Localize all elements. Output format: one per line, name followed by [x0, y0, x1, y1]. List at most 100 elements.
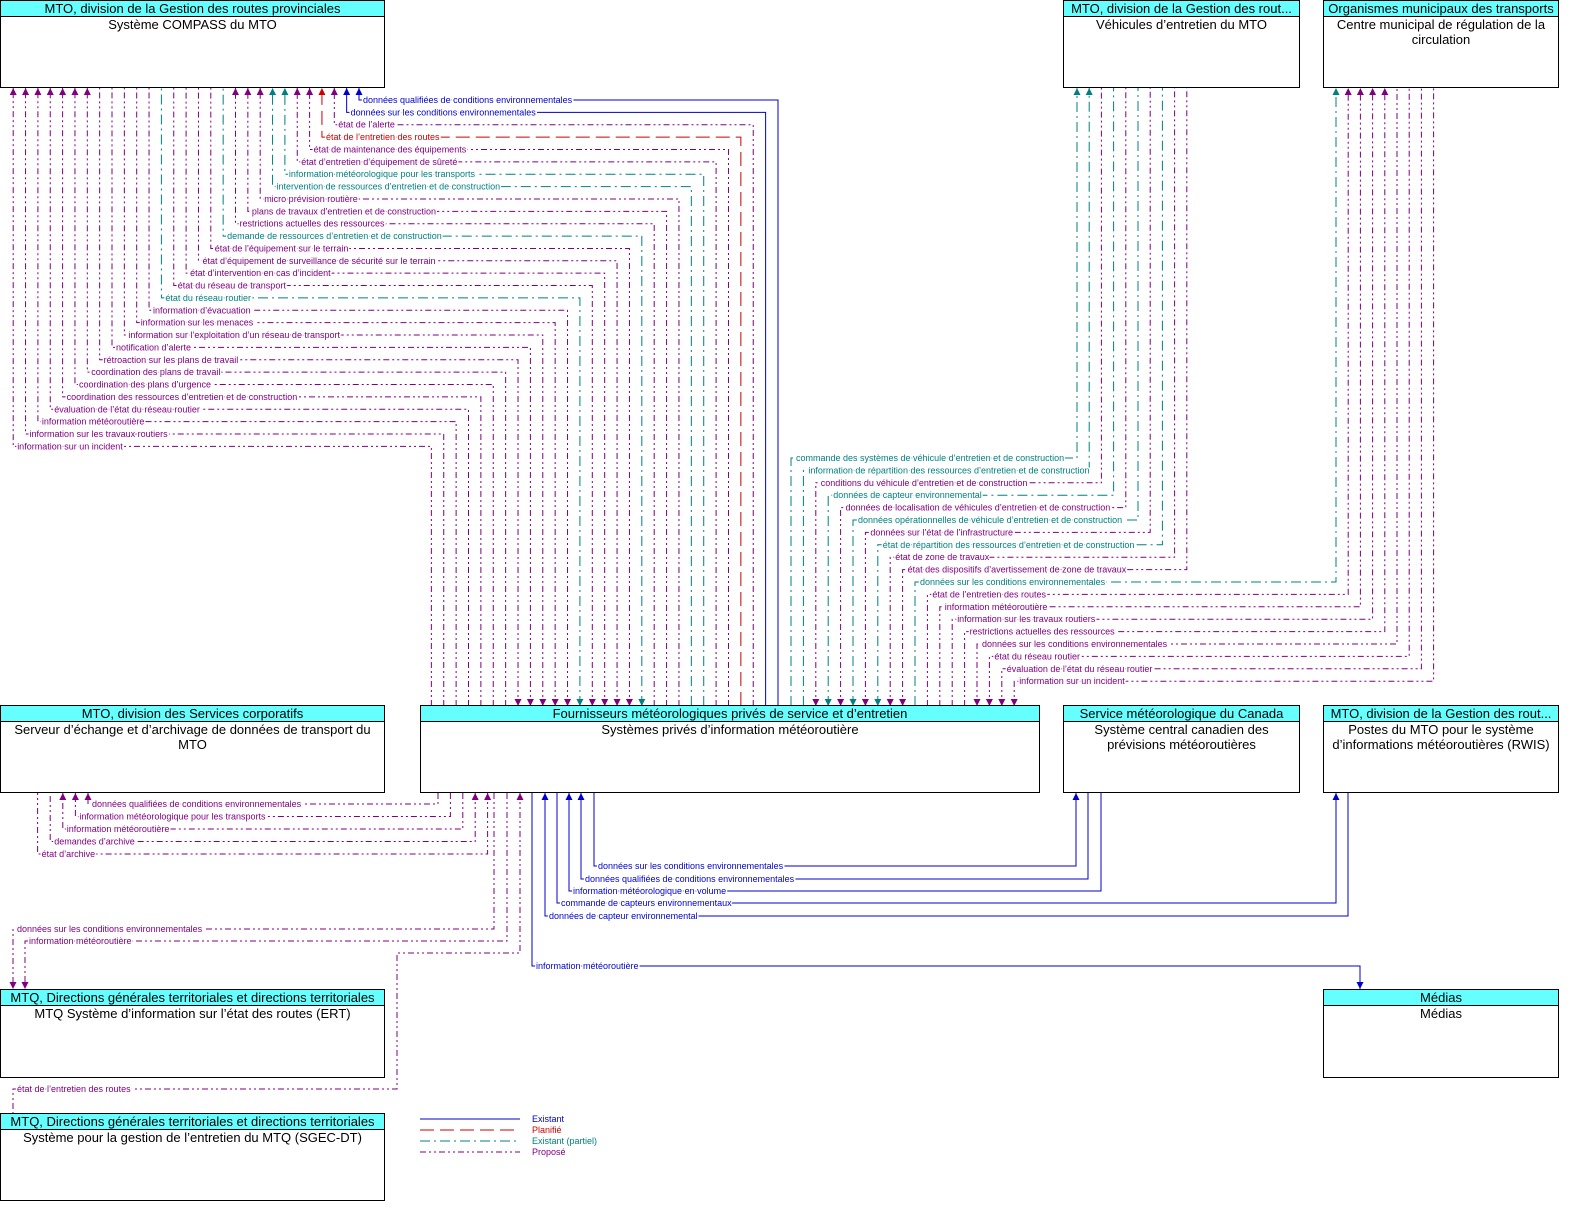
flow-label: données sur les conditions environnement…	[351, 107, 537, 117]
flow-line-compass[interactable]	[86, 88, 507, 706]
flow-line-compass[interactable]	[160, 88, 581, 706]
flow-line-municipal[interactable]	[1001, 88, 1422, 706]
flow-line-weather[interactable]	[568, 793, 1102, 892]
flow-arrow-icon	[71, 793, 79, 800]
flow-label: information sur l’exploitation d’un rése…	[128, 330, 340, 340]
flow-arrow-icon	[551, 699, 559, 706]
entity-owner: Organismes municipaux des transports	[1324, 1, 1558, 17]
flow-line-vehicles[interactable]	[852, 88, 1139, 706]
flow-line-compass[interactable]	[247, 88, 668, 706]
flow-line-vehicles[interactable]	[889, 88, 1176, 706]
entity-rwis[interactable]: MTO, division de la Gestion des rout... …	[1323, 705, 1559, 793]
flow-label: état de l’alerte	[338, 120, 395, 130]
entity-name: Véhicules d’entretien du MTO	[1095, 17, 1268, 32]
flow-line-vehicles[interactable]	[902, 88, 1188, 706]
flow-line-ert[interactable]	[24, 793, 508, 989]
flow-line-compass[interactable]	[185, 88, 606, 706]
flow-line-compass[interactable]	[222, 88, 643, 706]
flow-arrow-icon	[564, 699, 572, 706]
flow-line-serveur[interactable]	[74, 793, 451, 817]
flow-arrow-icon	[281, 88, 289, 95]
flow-line-municipal[interactable]	[939, 88, 1361, 706]
flow-label: information météoroutière	[29, 936, 132, 946]
flow-line-municipal[interactable]	[951, 88, 1374, 706]
flow-line-municipal[interactable]	[988, 88, 1410, 706]
flow-line-compass[interactable]	[309, 88, 729, 706]
entity-owner: MTO, division de la Gestion des rout...	[1064, 1, 1299, 17]
entity-sgec[interactable]: MTQ, Directions générales territoriales …	[0, 1113, 385, 1201]
entity-medias[interactable]: Médias Médias	[1323, 989, 1559, 1078]
flow-line-weather[interactable]	[556, 793, 1337, 904]
flow-arrow-icon	[269, 88, 277, 95]
flow-line-compass[interactable]	[272, 88, 692, 706]
flow-arrow-icon	[471, 793, 479, 800]
flow-label: conditions du véhicule d’entretien et de…	[821, 478, 1028, 488]
flow-line-compass[interactable]	[12, 88, 432, 706]
flow-label: données qualifiées de conditions environ…	[585, 874, 795, 884]
entity-central[interactable]: Fournisseurs météorologiques privés de s…	[420, 705, 1040, 793]
entity-canada[interactable]: Service météorologique du Canada Système…	[1063, 705, 1300, 793]
flow-line-weather[interactable]	[544, 793, 1349, 917]
flow-label: état de l’entretien des routes	[17, 1084, 131, 1094]
flow-line-compass[interactable]	[148, 88, 569, 706]
flow-line-medias[interactable]	[531, 793, 1361, 989]
flow-line-compass[interactable]	[210, 88, 630, 706]
flow-line-municipal[interactable]	[914, 88, 1337, 706]
flow-line-compass[interactable]	[321, 88, 742, 706]
flow-line-municipal[interactable]	[976, 88, 1398, 706]
flow-label: notification d’alerte	[116, 342, 191, 352]
entity-vehicles[interactable]: MTO, division de la Gestion des rout... …	[1063, 0, 1300, 88]
flow-line-ert[interactable]	[12, 793, 495, 989]
flow-line-compass[interactable]	[284, 88, 705, 706]
flow-line-compass[interactable]	[346, 88, 767, 706]
entity-owner: MTQ, Directions générales territoriales …	[1, 1114, 384, 1130]
flow-label: information météoroutière	[67, 824, 170, 834]
flow-line-compass[interactable]	[99, 88, 519, 706]
flow-arrow-icon	[998, 699, 1006, 706]
flow-line-compass[interactable]	[49, 88, 469, 706]
flow-label: données de capteur environnemental	[833, 490, 982, 500]
entity-name: Centre municipal de régulation de la cir…	[1336, 17, 1546, 47]
flow-arrow-icon	[812, 699, 820, 706]
flow-line-serveur[interactable]	[49, 793, 476, 842]
flow-arrow-icon	[9, 88, 17, 95]
flow-label: état de zone de travaux	[895, 552, 990, 562]
flow-line-vehicles[interactable]	[877, 88, 1163, 706]
flow-label: état de l’entretien des routes	[932, 589, 1046, 599]
flow-arrow-icon	[588, 699, 596, 706]
flow-line-compass[interactable]	[25, 88, 445, 706]
entity-serveur[interactable]: MTO, division des Services corporatifs S…	[0, 705, 385, 793]
flow-line-vehicles[interactable]	[815, 88, 1102, 706]
flow-label: information météorologique en volume	[573, 886, 726, 896]
flow-line-vehicles[interactable]	[827, 88, 1115, 706]
flow-label: information sur les menaces	[141, 318, 254, 328]
flow-line-vehicles[interactable]	[864, 88, 1151, 706]
entity-ert[interactable]: MTQ, Directions générales territoriales …	[0, 989, 385, 1078]
flow-line-compass[interactable]	[74, 88, 494, 706]
flow-label: état d’archive	[42, 849, 96, 859]
flow-line-weather[interactable]	[593, 793, 1077, 867]
flow-line-weather[interactable]	[580, 793, 1089, 880]
entity-municipal[interactable]: Organismes municipaux des transports Cen…	[1323, 0, 1559, 88]
legend-label-existing: Existant	[532, 1114, 565, 1124]
flow-arrow-icon	[232, 88, 239, 95]
flow-line-compass[interactable]	[333, 88, 754, 706]
flow-arrow-icon	[1369, 88, 1377, 95]
flow-line-compass[interactable]	[136, 88, 556, 706]
flow-label: état de répartition des ressources d’ent…	[883, 540, 1135, 550]
flow-line-vehicles[interactable]	[790, 88, 1078, 706]
flow-arrow-icon	[849, 699, 857, 706]
flow-line-compass[interactable]	[173, 88, 593, 706]
flow-line-compass[interactable]	[197, 88, 618, 706]
flow-label: état du réseau routier	[994, 651, 1080, 661]
flow-line-serveur[interactable]	[37, 793, 489, 855]
flow-arrow-icon	[9, 982, 17, 989]
flow-line-compass[interactable]	[62, 88, 482, 706]
flow-line-compass[interactable]	[37, 88, 457, 706]
flow-line-compass[interactable]	[123, 88, 544, 706]
flow-arrow-icon	[899, 699, 907, 706]
flow-line-sgec[interactable]	[12, 793, 521, 1113]
flow-line-vehicles[interactable]	[840, 88, 1127, 706]
flow-label: information météorologique pour les tran…	[79, 812, 266, 822]
entity-compass[interactable]: MTO, division de la Gestion des routes p…	[0, 0, 385, 88]
